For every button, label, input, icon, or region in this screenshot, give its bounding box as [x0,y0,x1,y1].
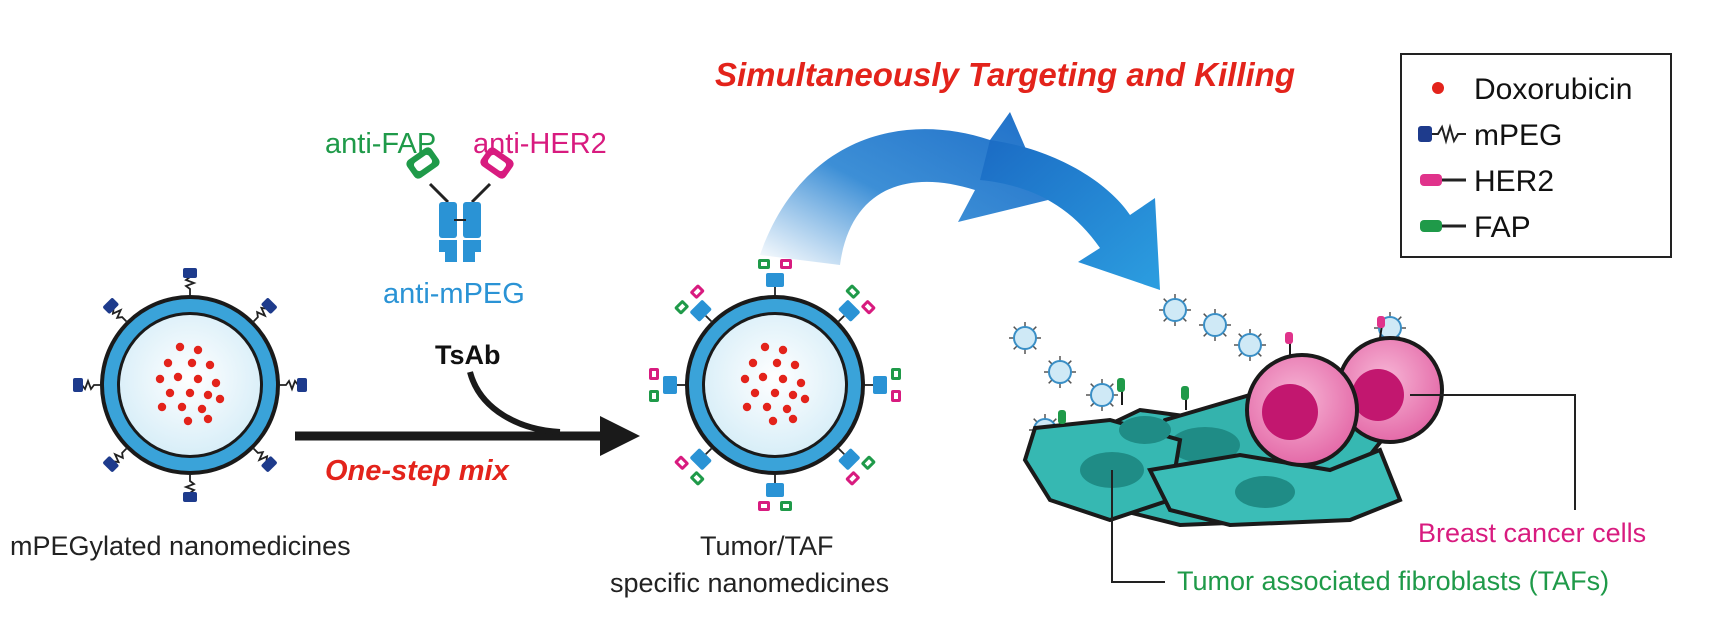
targeting-arrow-left [760,112,1048,265]
doxorubicin-dot [778,345,788,355]
bound-tsab [758,475,792,511]
mpeg-chain [103,448,127,472]
bound-tsab [649,368,685,402]
doxorubicin-dot [742,402,752,412]
doxorubicin-dot [750,388,760,398]
breast-cancer-cells [1245,316,1444,467]
one-step-arrow [295,371,640,456]
legend: Doxorubicin mPEG HER2 FAP [1400,53,1672,258]
legend-label: Doxorubicin [1474,73,1633,106]
anti-mpeg-label: anti-mPEG [383,278,525,310]
targeting-arrows [760,112,1160,290]
tsab-antibody-icon [406,147,514,262]
bound-tsab [838,284,876,322]
doxorubicin-dot [203,414,213,424]
doxorubicin-dots [155,342,225,426]
small-nanoparticle [1044,356,1076,388]
one-step-mix-label: One-step mix [325,455,509,487]
targeted-nanomedicines-label-line2: specific nanomedicines [610,568,890,598]
doxorubicin-dot [778,374,788,384]
doxorubicin-dot [800,394,810,404]
doxorubicin-dot [788,390,798,400]
doxorubicin-dot [177,402,187,412]
mpeg-chain [183,268,197,295]
small-nanoparticle [1159,294,1191,326]
doxorubicin-dot [175,342,185,352]
doxorubicin-dots [740,342,810,426]
mpeg-chain-icon [1418,123,1466,145]
bound-tsab [838,448,876,486]
tsab-decorations [649,259,901,511]
legend-label: HER2 [1474,165,1555,198]
her2-receptor-icon [1420,174,1466,186]
bound-tsab [865,368,901,402]
doxorubicin-dot [772,358,782,368]
doxorubicin-dot [185,388,195,398]
doxorubicin-dot [758,372,768,382]
bound-tsab [758,259,792,295]
anti-fap-label: anti-FAP [325,128,437,160]
doxorubicin-dot [796,378,806,388]
doxorubicin-dot [762,402,772,412]
doxorubicin-dot [165,388,175,398]
doxorubicin-dot [157,402,167,412]
legend-item-her2: HER2 [1402,157,1670,201]
doxorubicin-dot [740,374,750,384]
doxorubicin-dot [197,404,207,414]
mpeg-chains [73,268,307,502]
legend-item-mpeg: mPEG [1402,111,1670,155]
doxorubicin-dot [173,372,183,382]
doxorubicin-dot [768,416,778,426]
doxorubicin-dot [760,342,770,352]
small-nanoparticle [1234,329,1266,361]
legend-item-fap: FAP [1402,203,1670,247]
breast-cancer-cells-label: Breast cancer cells [1418,518,1647,548]
small-nanoparticle [1199,309,1231,341]
diagram-title: Simultaneously Targeting and Killing [715,56,1295,93]
mpeg-chain [253,448,277,472]
doxorubicin-dot [203,390,213,400]
anti-her2-label: anti-HER2 [473,128,607,160]
mpeg-chain [280,378,307,392]
leader-lines [1111,394,1576,583]
red-dot-icon [1432,82,1444,94]
mpeg-chain [253,298,277,322]
doxorubicin-dot [193,345,203,355]
doxorubicin-dot [790,360,800,370]
mpegylated-nanoparticle [73,268,307,502]
targeting-arrow-right [980,140,1160,290]
small-nanoparticle [1009,322,1041,354]
legend-label: mPEG [1474,119,1563,152]
small-nanoparticle [1086,379,1118,411]
doxorubicin-dot [163,358,173,368]
doxorubicin-dot [193,374,203,384]
doxorubicin-dot [770,388,780,398]
bound-tsab [674,448,712,486]
mpeg-chain [73,378,100,392]
tumor-cell-cluster [1022,316,1444,528]
tafs-label: Tumor associated fibroblasts (TAFs) [1177,566,1610,596]
targeted-nanomedicines-label-line1: Tumor/TAF [700,531,834,561]
doxorubicin-dot [215,394,225,404]
targeted-nanoparticle [649,259,901,511]
mpeg-chain [103,298,127,322]
doxorubicin-dot [183,416,193,426]
legend-label: FAP [1474,211,1531,244]
doxorubicin-dot [155,374,165,384]
doxorubicin-dot [205,360,215,370]
mpeg-chain [183,475,197,502]
mpegylated-nanomedicines-label: mPEGylated nanomedicines [10,531,351,561]
bound-tsab [674,284,712,322]
doxorubicin-dot [748,358,758,368]
doxorubicin-dot [782,404,792,414]
legend-item-doxorubicin: Doxorubicin [1402,65,1670,109]
doxorubicin-dot [187,358,197,368]
tsab-label: TsAb [435,340,501,370]
doxorubicin-dot [211,378,221,388]
fap-receptor-icon [1420,220,1466,232]
doxorubicin-dot [788,414,798,424]
